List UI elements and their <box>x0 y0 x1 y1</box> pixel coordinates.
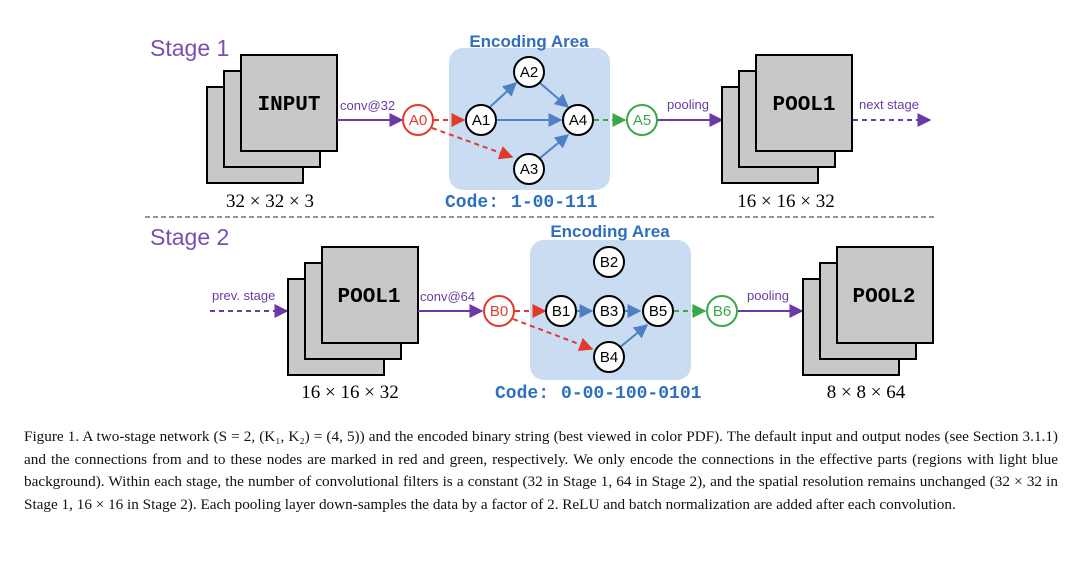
stage2-pooling-label: pooling <box>747 288 789 303</box>
svg-text:B0: B0 <box>490 303 508 320</box>
svg-text:A1: A1 <box>472 112 490 129</box>
svg-text:A5: A5 <box>633 112 651 129</box>
stage1-pooling-label: pooling <box>667 97 709 112</box>
node-b3: B3 <box>593 295 625 327</box>
node-b5: B5 <box>642 295 674 327</box>
node-b2: B2 <box>593 246 625 278</box>
stage2-encoding-area-title: Encoding Area <box>550 222 670 241</box>
stage1-conv-label: conv@32 <box>340 98 395 113</box>
node-a4: A4 <box>562 104 594 136</box>
node-a5: A5 <box>626 104 658 136</box>
svg-text:B3: B3 <box>600 303 618 320</box>
figure-caption: Figure 1. A two-stage network (S = 2, (K… <box>24 428 1058 513</box>
stage2-input-stack <box>287 246 419 376</box>
stage2-pool-stack <box>802 246 934 376</box>
svg-text:B5: B5 <box>649 303 667 320</box>
svg-text:A0: A0 <box>409 112 427 129</box>
stage2-code: Code:0-00-100-0101 <box>495 384 702 404</box>
edge-b4-b5 <box>618 324 649 349</box>
edge-a1-a2 <box>489 82 518 108</box>
node-b6: B6 <box>706 295 738 327</box>
svg-text:B4: B4 <box>600 349 618 366</box>
stage2-title: Stage 2 <box>150 224 229 250</box>
stage1-pool-label: POOL1 <box>772 94 835 117</box>
svg-text:A4: A4 <box>569 112 587 129</box>
stage1-title: Stage 1 <box>150 35 229 61</box>
stage1-code: Code:1-00-111 <box>445 193 598 213</box>
svg-text:B1: B1 <box>552 303 570 320</box>
edge-a2-a4 <box>539 82 570 108</box>
stage1-pool-dims: 16 × 16 × 32 <box>737 191 834 212</box>
stage1-encoding-area-title: Encoding Area <box>469 32 589 51</box>
node-a3: A3 <box>513 153 545 185</box>
svg-text:B2: B2 <box>600 254 618 271</box>
stage2-pool-dims: 8 × 8 × 64 <box>827 382 906 403</box>
node-b1: B1 <box>545 295 577 327</box>
stage1-input-stack <box>206 54 338 184</box>
svg-text:B6: B6 <box>713 303 731 320</box>
stage2-conv-label: conv@64 <box>420 289 475 304</box>
svg-text:A3: A3 <box>520 161 538 178</box>
node-a1: A1 <box>465 104 497 136</box>
svg-text:A2: A2 <box>520 64 538 81</box>
next-stage-label: next stage <box>859 97 919 112</box>
stage2-input-label: POOL1 <box>337 286 400 309</box>
node-a0: A0 <box>402 104 434 136</box>
edge-a3-a4 <box>539 134 570 159</box>
stage1-input-label: INPUT <box>257 94 320 117</box>
prev-stage-label: prev. stage <box>212 288 275 303</box>
node-b0: B0 <box>483 295 515 327</box>
node-a2: A2 <box>513 56 545 88</box>
stage2-input-dims: 16 × 16 × 32 <box>301 382 398 403</box>
node-b4: B4 <box>593 341 625 373</box>
stage1-pool-stack <box>721 54 853 184</box>
stage2-pool-label: POOL2 <box>852 286 915 309</box>
stage1-input-dims: 32 × 32 × 3 <box>226 191 314 212</box>
